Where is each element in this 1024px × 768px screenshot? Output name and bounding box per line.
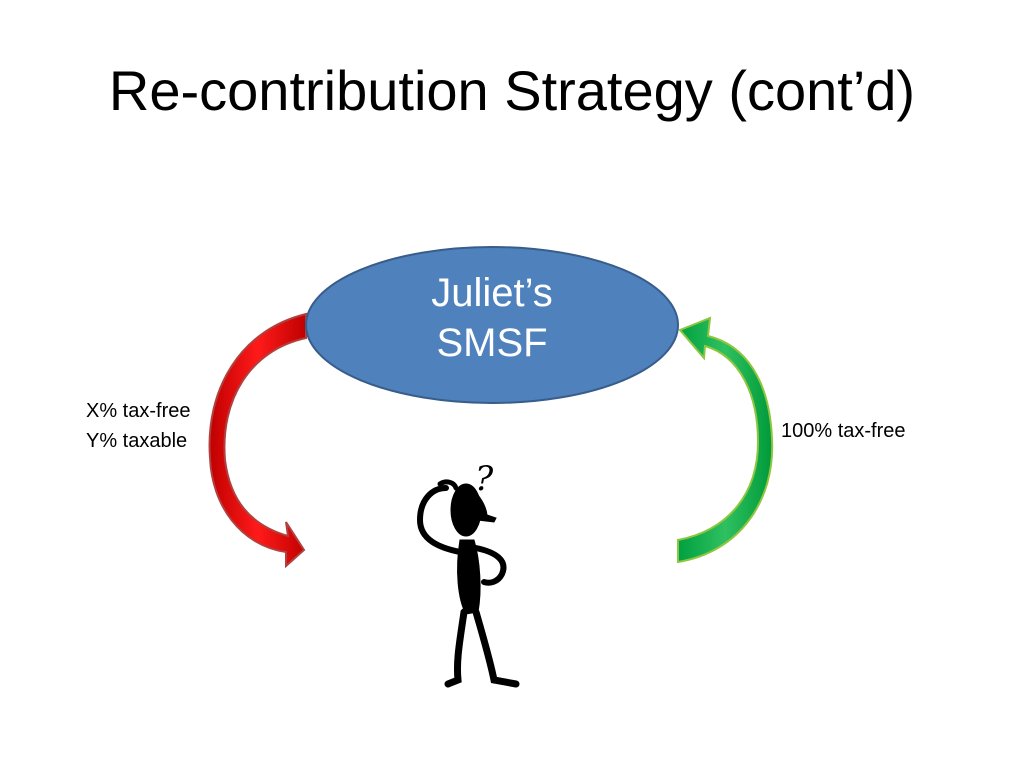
- question-mark: ?: [475, 459, 494, 499]
- inflow-label: 100% tax-free: [781, 416, 906, 446]
- smsf-label-line2: SMSF: [436, 321, 548, 365]
- outflow-label-line1: X% tax-free: [86, 400, 191, 422]
- smsf-node-label: Juliet’s SMSF: [306, 268, 678, 368]
- outflow-label: X% tax-free Y% taxable: [86, 396, 190, 456]
- confused-person-icon: [416, 479, 520, 688]
- inflow-arrow: [677, 316, 774, 564]
- smsf-label-line1: Juliet’s: [431, 271, 553, 315]
- slide-title: Re-contribution Strategy (cont’d): [108, 59, 916, 122]
- smsf-node: [305, 246, 679, 404]
- outflow-label-line2: Y% taxable: [86, 430, 188, 452]
- outflow-arrow: [208, 312, 307, 569]
- inflow-label-line1: 100% tax-free: [781, 420, 906, 442]
